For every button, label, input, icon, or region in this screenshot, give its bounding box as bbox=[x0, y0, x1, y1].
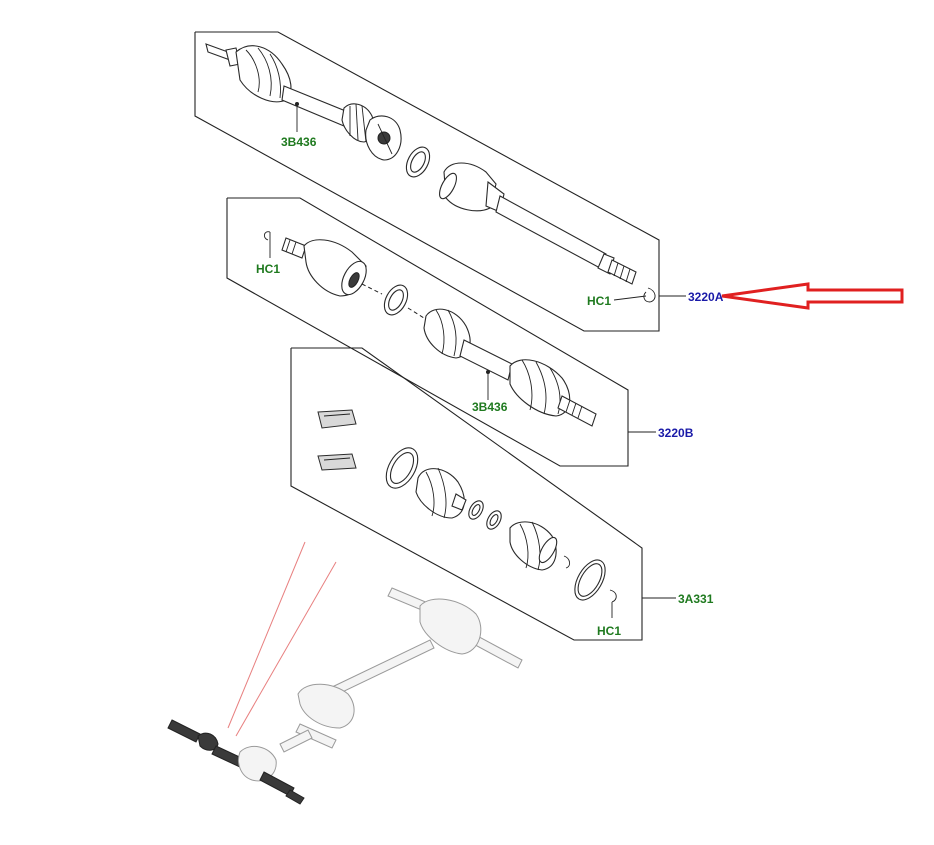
panel-3a331-frame bbox=[290, 347, 643, 641]
kit-grease-sachet-1 bbox=[317, 409, 357, 429]
kit-clip-hc1-icon bbox=[609, 589, 617, 603]
shaft-a-splined-end bbox=[597, 253, 637, 285]
shaft-a-intermediate-bar bbox=[495, 195, 607, 269]
shaft-a-bar-left bbox=[281, 85, 349, 127]
panel-3220b bbox=[226, 197, 629, 467]
label-hc1-kit: HC1 bbox=[597, 624, 621, 638]
kit-circlip-icon bbox=[563, 555, 571, 569]
shaft-a-inner-stub bbox=[205, 43, 241, 67]
shaft-b-inner-housing bbox=[303, 239, 367, 297]
kit-boot-small bbox=[509, 521, 558, 571]
label-hc1-b: HC1 bbox=[256, 262, 280, 276]
panel-3220b-frame bbox=[226, 197, 629, 467]
drivetrain-overview bbox=[167, 541, 523, 805]
propeller-shaft bbox=[329, 639, 435, 697]
shaft-b-outer-boot bbox=[509, 359, 571, 417]
shaft-b-clip-hc1-icon bbox=[263, 231, 271, 241]
shaft-b-outer-stub bbox=[557, 395, 597, 427]
shaft-b-bar bbox=[459, 339, 513, 381]
panel-3a331 bbox=[290, 347, 643, 641]
rear-differential bbox=[419, 598, 482, 655]
pointer-line-1 bbox=[227, 541, 306, 729]
shaft-a-outer-boot bbox=[235, 45, 292, 103]
shaft-a-inner-housing bbox=[439, 162, 505, 213]
label-3b436-b: 3B436 bbox=[472, 400, 508, 414]
label-3220a: 3220A bbox=[688, 290, 724, 304]
label-3220b: 3220B bbox=[658, 426, 694, 440]
shaft-b-splined-stub bbox=[281, 237, 307, 259]
label-3b436-a: 3B436 bbox=[281, 135, 317, 149]
shaft-b-seal-ring bbox=[383, 284, 409, 316]
kit-small-ring-2 bbox=[486, 510, 502, 530]
panel-3220a bbox=[194, 31, 660, 332]
label-3a331: 3A331 bbox=[678, 592, 714, 606]
kit-small-ring-1 bbox=[468, 500, 484, 520]
front-differential bbox=[297, 683, 355, 729]
pointer-line-2 bbox=[235, 561, 337, 737]
callout-arrow-icon bbox=[721, 282, 904, 310]
shaft-a-clip-hc1-icon bbox=[643, 287, 656, 303]
panel-3220a-frame bbox=[194, 31, 660, 332]
kit-boot-large bbox=[415, 467, 467, 519]
shaft-b-inner-boot bbox=[423, 308, 471, 359]
kit-grease-sachet-2 bbox=[317, 453, 357, 471]
shaft-a-seal-ring bbox=[405, 146, 431, 178]
highlighted-front-shaft bbox=[167, 719, 305, 805]
shaft-a-tripod-joint bbox=[365, 115, 402, 161]
label-hc1-a: HC1 bbox=[587, 294, 611, 308]
